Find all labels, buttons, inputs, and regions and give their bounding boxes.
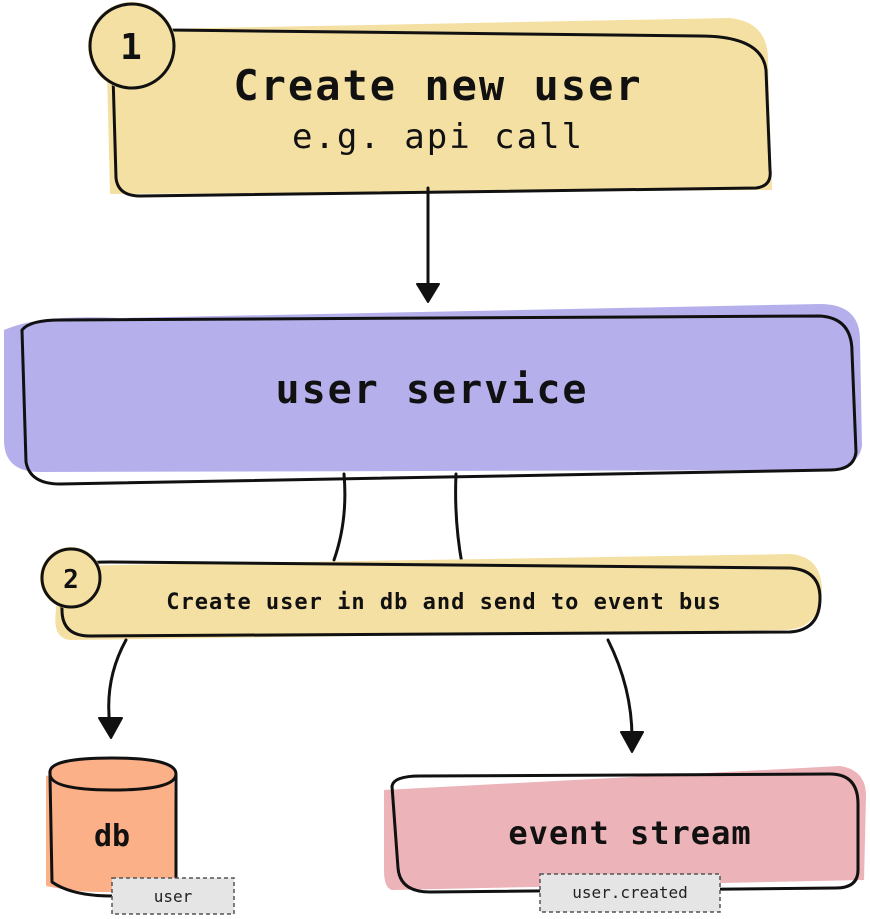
event-stream-box-fill xyxy=(384,766,866,890)
user-service-box: user service xyxy=(4,304,862,486)
arrow-to-service xyxy=(416,186,440,303)
user-service-box-fill xyxy=(4,304,862,472)
step2-banner-fill xyxy=(55,554,823,640)
step2-banner: Create user in db and send to event bus xyxy=(55,554,823,640)
create-user-subtitle: e.g. api call xyxy=(292,117,584,157)
user-service-label: user service xyxy=(276,367,589,413)
arrow-to-db xyxy=(98,638,128,739)
create-user-box-fill xyxy=(106,18,772,194)
event-stream-tag-label: user.created xyxy=(572,883,688,902)
db-tag-label: user xyxy=(154,887,193,906)
event-stream-box: event stream xyxy=(384,766,866,894)
db-cylinder: db xyxy=(46,756,178,898)
db-cylinder-outline xyxy=(48,756,178,792)
connector-right xyxy=(454,472,464,566)
step-number-1: 1 xyxy=(120,27,142,68)
connector-left xyxy=(332,472,347,562)
event-stream-tag: user.created xyxy=(539,873,721,913)
step-badge-2: 2 xyxy=(40,547,102,609)
create-user-box: Create new user e.g. api call xyxy=(106,18,772,198)
event-stream-label: event stream xyxy=(508,814,751,852)
user-service-box-outline xyxy=(20,314,858,486)
create-user-title: Create new user xyxy=(233,61,642,110)
step-number-2: 2 xyxy=(63,565,79,595)
db-tag: user xyxy=(111,877,235,915)
event-stream-box-outline xyxy=(390,772,860,894)
db-cylinder-fill xyxy=(46,767,176,893)
step2-label: Create user in db and send to event bus xyxy=(166,590,722,615)
step-badge-1: 1 xyxy=(88,2,176,90)
arrow-to-event-stream xyxy=(606,638,644,753)
db-label: db xyxy=(94,819,130,854)
